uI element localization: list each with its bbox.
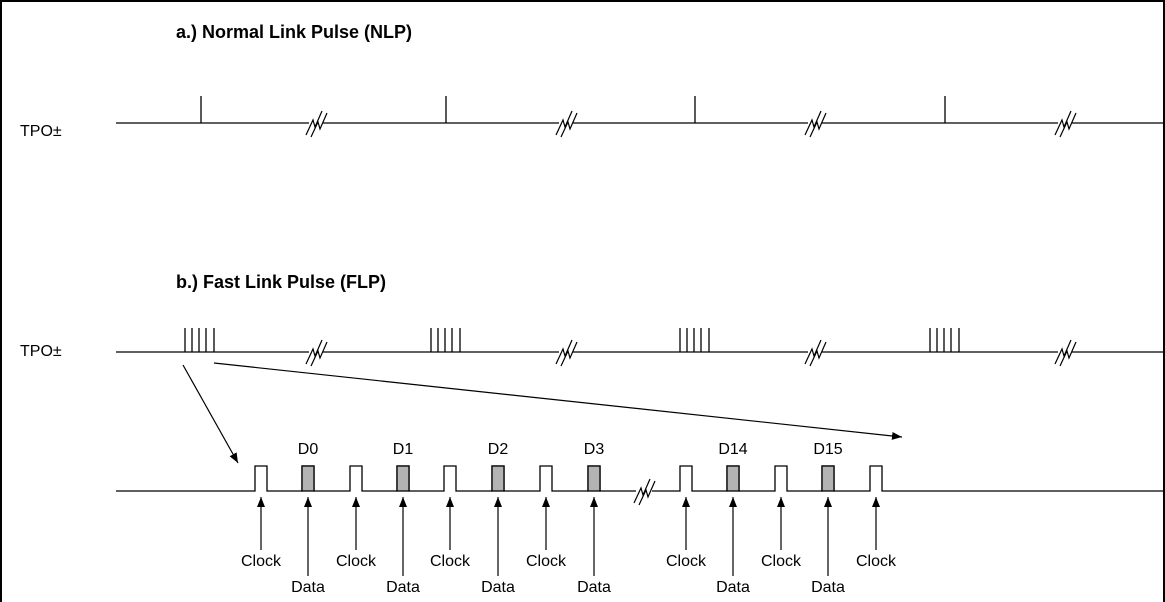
- data-label: Data: [811, 579, 845, 596]
- bit-label-d14: D14: [718, 441, 747, 458]
- clock-label: Clock: [430, 553, 471, 570]
- break-symbol: [804, 338, 827, 367]
- clock-label: Clock: [666, 553, 707, 570]
- data-pulse: [396, 465, 410, 492]
- break-symbol: [1054, 338, 1077, 367]
- clock-label: Clock: [336, 553, 377, 570]
- nlp-waveform: [116, 96, 1165, 138]
- data-label: Data: [716, 579, 750, 596]
- flp-burst: [184, 328, 215, 352]
- bit-label-d2: D2: [488, 441, 509, 458]
- data-pulse: [491, 465, 505, 492]
- flp-signal-label: TPO±: [20, 343, 62, 360]
- flp-burst: [929, 328, 960, 352]
- flp-burst: [430, 328, 461, 352]
- flp-waveform: [116, 328, 1165, 464]
- data-pulse: [301, 465, 315, 492]
- flp-title: b.) Fast Link Pulse (FLP): [176, 272, 386, 292]
- clock-label: Clock: [761, 553, 802, 570]
- data-pulse: [587, 465, 601, 492]
- data-label: Data: [291, 579, 325, 596]
- clock-label: Clock: [241, 553, 282, 570]
- data-pulse: [821, 465, 835, 492]
- data-pulse: [726, 465, 740, 492]
- break-symbol: [1054, 109, 1077, 138]
- data-label: Data: [577, 579, 611, 596]
- data-label: Data: [481, 579, 515, 596]
- bit-label-d0: D0: [298, 441, 319, 458]
- clock-label: Clock: [856, 553, 897, 570]
- bit-label-d15: D15: [813, 441, 842, 458]
- bit-label-d1: D1: [393, 441, 414, 458]
- zoom-arrow: [213, 362, 903, 440]
- clock-label: Clock: [526, 553, 567, 570]
- break-symbol: [555, 109, 578, 138]
- break-symbol: [305, 109, 328, 138]
- flp-burst: [679, 328, 710, 352]
- bit-label-d3: D3: [584, 441, 605, 458]
- break-symbol: [633, 477, 656, 506]
- break-symbol: [305, 338, 328, 367]
- nlp-title: a.) Normal Link Pulse (NLP): [176, 22, 412, 42]
- flp-detail-waveform: D0 D1 D2 D3 D14 D15 Clock Clock Clock: [116, 441, 1165, 596]
- break-symbol: [555, 338, 578, 367]
- data-label: Data: [386, 579, 420, 596]
- zoom-arrow: [182, 364, 239, 464]
- nlp-signal-label: TPO±: [20, 123, 62, 140]
- break-symbol: [804, 109, 827, 138]
